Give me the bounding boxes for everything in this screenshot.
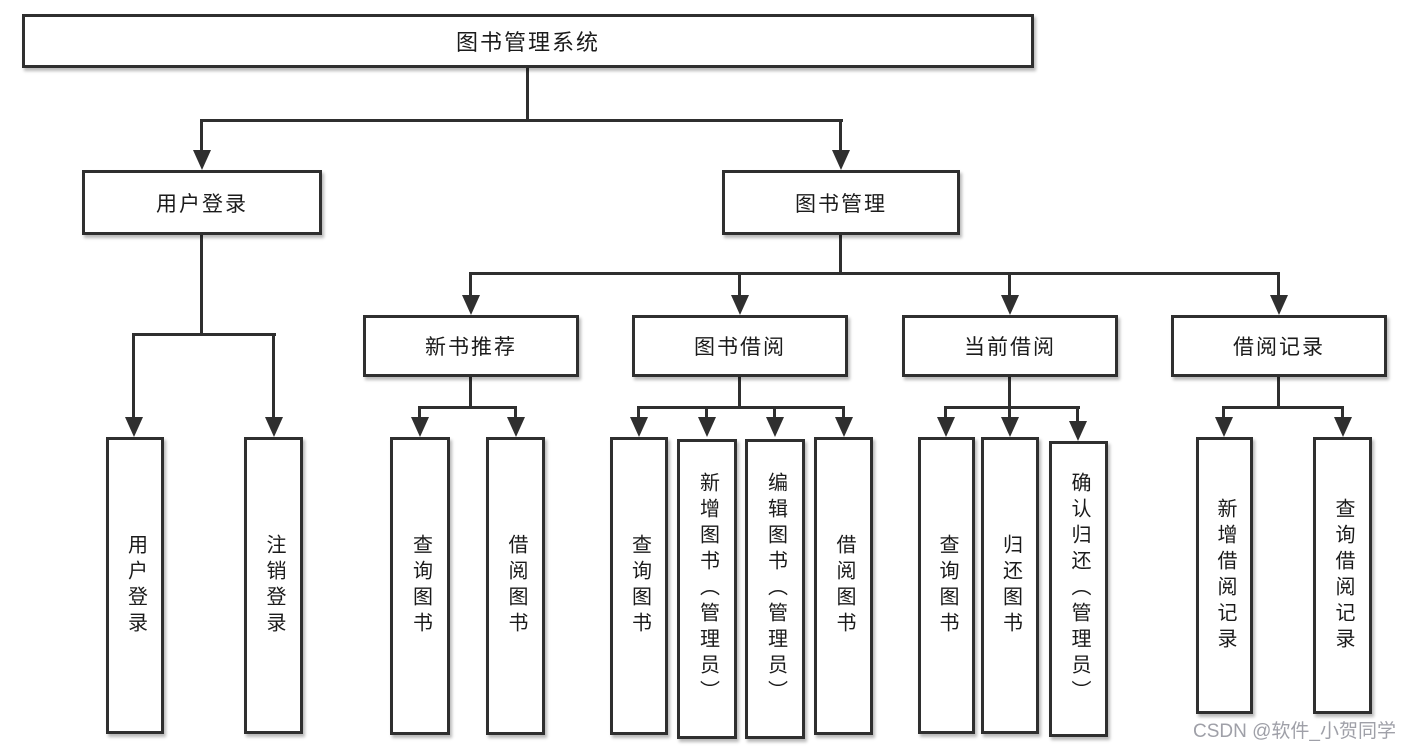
arrow-to-br-add	[1214, 406, 1233, 437]
leaf-bb-query: 查询图书	[610, 437, 668, 735]
leaf-login-label: 用户登录	[124, 533, 147, 638]
node-records-label: 借阅记录	[1233, 336, 1325, 359]
arrow-to-new-books	[461, 272, 480, 315]
arrow-to-current	[1000, 272, 1019, 315]
leaf-br-query: 查询借阅记录	[1313, 437, 1372, 714]
leaf-cb-confirm: 确认归还（管理员）	[1049, 441, 1108, 737]
arrow-to-user-login	[192, 119, 211, 170]
node-borrowing: 图书借阅	[632, 315, 848, 377]
connector-root-drop	[526, 68, 529, 122]
leaf-cb-query-label: 查询图书	[936, 533, 958, 638]
leaf-br-add: 新增借阅记录	[1196, 437, 1253, 714]
connector-new-books-drop	[469, 377, 472, 409]
node-user-login-label: 用户登录	[156, 192, 248, 216]
leaf-bb-query-label: 查询图书	[628, 534, 651, 638]
leaf-bb-add-label: 新增图书（管理员）	[696, 472, 719, 706]
connector-current-drop	[1008, 377, 1011, 409]
leaf-cb-return: 归还图书	[981, 437, 1039, 734]
leaf-cb-confirm-label: 确认归还（管理员）	[1068, 472, 1090, 706]
arrow-to-borrowing	[730, 272, 749, 315]
connector-level1-rail	[200, 119, 843, 122]
leaf-nb-borrow-label: 借阅图书	[505, 534, 527, 638]
node-current: 当前借阅	[902, 315, 1118, 377]
node-user-login: 用户登录	[82, 170, 322, 235]
connector-new-books-rail	[419, 406, 517, 409]
arrow-to-nb-borrow	[506, 406, 525, 437]
node-new-books: 新书推荐	[363, 315, 579, 377]
leaf-bb-borrow-label: 借阅图书	[833, 534, 855, 638]
connector-records-drop	[1277, 377, 1280, 409]
arrow-to-login	[124, 333, 143, 437]
node-new-books-label: 新书推荐	[425, 336, 517, 359]
node-root: 图书管理系统	[22, 14, 1034, 68]
leaf-br-add-label: 新增借阅记录	[1214, 497, 1236, 654]
arrow-to-cb-confirm	[1068, 406, 1087, 441]
arrow-to-book-mgmt	[831, 119, 850, 170]
arrow-to-logout	[264, 333, 283, 437]
leaf-nb-query-label: 查询图书	[409, 534, 432, 638]
arrow-to-records	[1269, 272, 1288, 315]
connector-borrowing-drop	[738, 377, 741, 409]
node-root-label: 图书管理系统	[455, 30, 600, 55]
connector-records-rail	[1223, 406, 1344, 409]
node-records: 借阅记录	[1171, 315, 1387, 377]
leaf-logout-label: 注销登录	[263, 533, 285, 638]
connector-user-login-drop	[200, 235, 203, 336]
leaf-bb-add: 新增图书（管理员）	[677, 439, 737, 739]
leaf-cb-return-label: 归还图书	[999, 533, 1022, 638]
leaf-nb-borrow: 借阅图书	[486, 437, 545, 735]
leaf-nb-query: 查询图书	[390, 437, 450, 735]
arrow-to-nb-query	[410, 406, 429, 437]
node-book-mgmt: 图书管理	[722, 170, 960, 235]
arrow-to-bb-query	[629, 406, 648, 437]
arrow-to-cb-return	[1000, 406, 1019, 437]
node-book-mgmt-label: 图书管理	[795, 192, 887, 216]
arrow-to-br-query	[1333, 406, 1352, 437]
leaf-logout: 注销登录	[244, 437, 303, 734]
leaf-bb-edit-label: 编辑图书（管理员）	[764, 472, 787, 706]
connector-book-mgmt-drop	[839, 235, 842, 275]
node-current-label: 当前借阅	[964, 336, 1056, 359]
connector-borrowing-rail	[638, 406, 845, 409]
arrow-to-bb-borrow	[834, 406, 853, 437]
arrow-to-cb-query	[936, 406, 955, 437]
arrow-to-bb-add	[697, 406, 716, 437]
leaf-cb-query: 查询图书	[918, 437, 975, 734]
leaf-br-query-label: 查询借阅记录	[1332, 497, 1354, 654]
connector-current-rail	[945, 406, 1080, 409]
csdn-watermark: CSDN @软件_小贺同学	[1193, 721, 1396, 742]
leaf-login: 用户登录	[106, 437, 164, 734]
leaf-bb-edit: 编辑图书（管理员）	[745, 439, 805, 739]
leaf-bb-borrow: 借阅图书	[814, 437, 873, 735]
connector-level2-rail	[470, 272, 1280, 275]
connector-user-login-rail	[133, 333, 276, 336]
node-borrowing-label: 图书借阅	[694, 336, 786, 359]
arrow-to-bb-edit	[765, 406, 784, 437]
